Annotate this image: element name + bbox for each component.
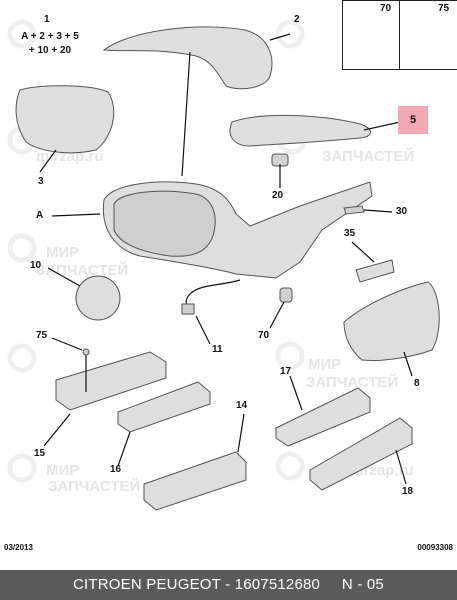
leader-line xyxy=(363,209,393,213)
caption-bar: CITROEN PEUGEOT - 1607512680 N - 05 xyxy=(0,570,457,600)
connector-part xyxy=(355,259,395,283)
caption-text: CITROEN PEUGEOT - 1607512680 N - 05 xyxy=(73,576,384,593)
leader-line xyxy=(289,375,303,411)
switch-panel-part-14 xyxy=(143,451,247,511)
leader-line xyxy=(363,121,401,131)
watermark-text: МИР xyxy=(308,356,342,373)
mirror-cover-part xyxy=(102,26,273,90)
watermark-text: mirzap.ru xyxy=(36,148,104,165)
switch-panel-part-15 xyxy=(55,351,167,411)
assembly-formula: A + 2 + 3 + 5 + 10 + 20 xyxy=(4,30,96,58)
label-70-inset: 70 xyxy=(380,3,392,14)
leader-line xyxy=(181,51,191,177)
diagram-code: 00093308 xyxy=(417,543,453,552)
leader-line xyxy=(403,351,413,377)
label-14: 14 xyxy=(236,400,248,411)
leader-line xyxy=(269,301,285,329)
leader-line xyxy=(43,413,71,447)
clip-part xyxy=(343,205,365,215)
label-75-inset: 75 xyxy=(438,3,450,14)
leader-line xyxy=(195,315,211,345)
label-70: 70 xyxy=(258,330,270,341)
mirror-glass-part xyxy=(15,85,115,154)
label-16: 16 xyxy=(110,464,122,475)
label-2: 2 xyxy=(294,14,300,25)
bushing-part xyxy=(279,287,293,303)
leader-line xyxy=(47,267,81,287)
label-A: A xyxy=(36,210,44,221)
switch-panel-part-16 xyxy=(117,381,211,433)
watermark-text: МИР xyxy=(46,462,80,479)
inset-divider xyxy=(399,1,400,69)
mirror-face xyxy=(113,190,216,257)
watermark-text: ЗАПЧАСТЕЙ xyxy=(306,374,399,391)
label-1: 1 xyxy=(44,14,50,25)
mirror-motor-part xyxy=(75,275,121,321)
leader-line xyxy=(39,149,57,173)
label-18: 18 xyxy=(402,486,414,497)
label-11: 11 xyxy=(212,344,223,355)
leader-line xyxy=(117,431,131,467)
label-20: 20 xyxy=(272,190,284,201)
watermark-text: ЗАПЧАСТЕЙ xyxy=(322,148,415,165)
label-8: 8 xyxy=(414,378,420,389)
leader-line xyxy=(51,337,83,351)
label-30: 30 xyxy=(396,206,408,217)
parts-diagram: .pt { fill:#dedede; stroke:#555; stroke-… xyxy=(7,19,440,511)
switch-panel-part-18 xyxy=(309,417,413,491)
label-35: 35 xyxy=(344,228,356,239)
diagram-date: 03/2013 xyxy=(4,543,33,552)
formula-line-2: + 10 + 20 xyxy=(28,45,72,56)
switch-panel-part-17 xyxy=(275,387,371,447)
fastener-inset xyxy=(342,0,457,70)
trim-cover-part xyxy=(343,281,440,361)
watermark-text: МИР xyxy=(46,244,80,261)
label-3: 3 xyxy=(38,176,44,187)
leader-line xyxy=(395,449,407,485)
turn-indicator-part xyxy=(229,114,371,147)
label-75: 75 xyxy=(36,330,48,341)
label-15: 15 xyxy=(34,448,46,459)
formula-line-1: A + 2 + 3 + 5 xyxy=(21,31,79,42)
leader-line xyxy=(351,241,375,263)
screw-pin-head xyxy=(82,348,90,356)
highlighted-part-5: 5 xyxy=(398,106,428,134)
leader-line xyxy=(51,213,101,217)
wiring-plug xyxy=(181,303,195,315)
label-10: 10 xyxy=(30,260,42,271)
label-17: 17 xyxy=(280,366,292,377)
leader-line xyxy=(237,413,245,453)
watermark-text: ЗАПЧАСТЕЙ xyxy=(48,478,141,495)
leader-line xyxy=(269,33,291,41)
